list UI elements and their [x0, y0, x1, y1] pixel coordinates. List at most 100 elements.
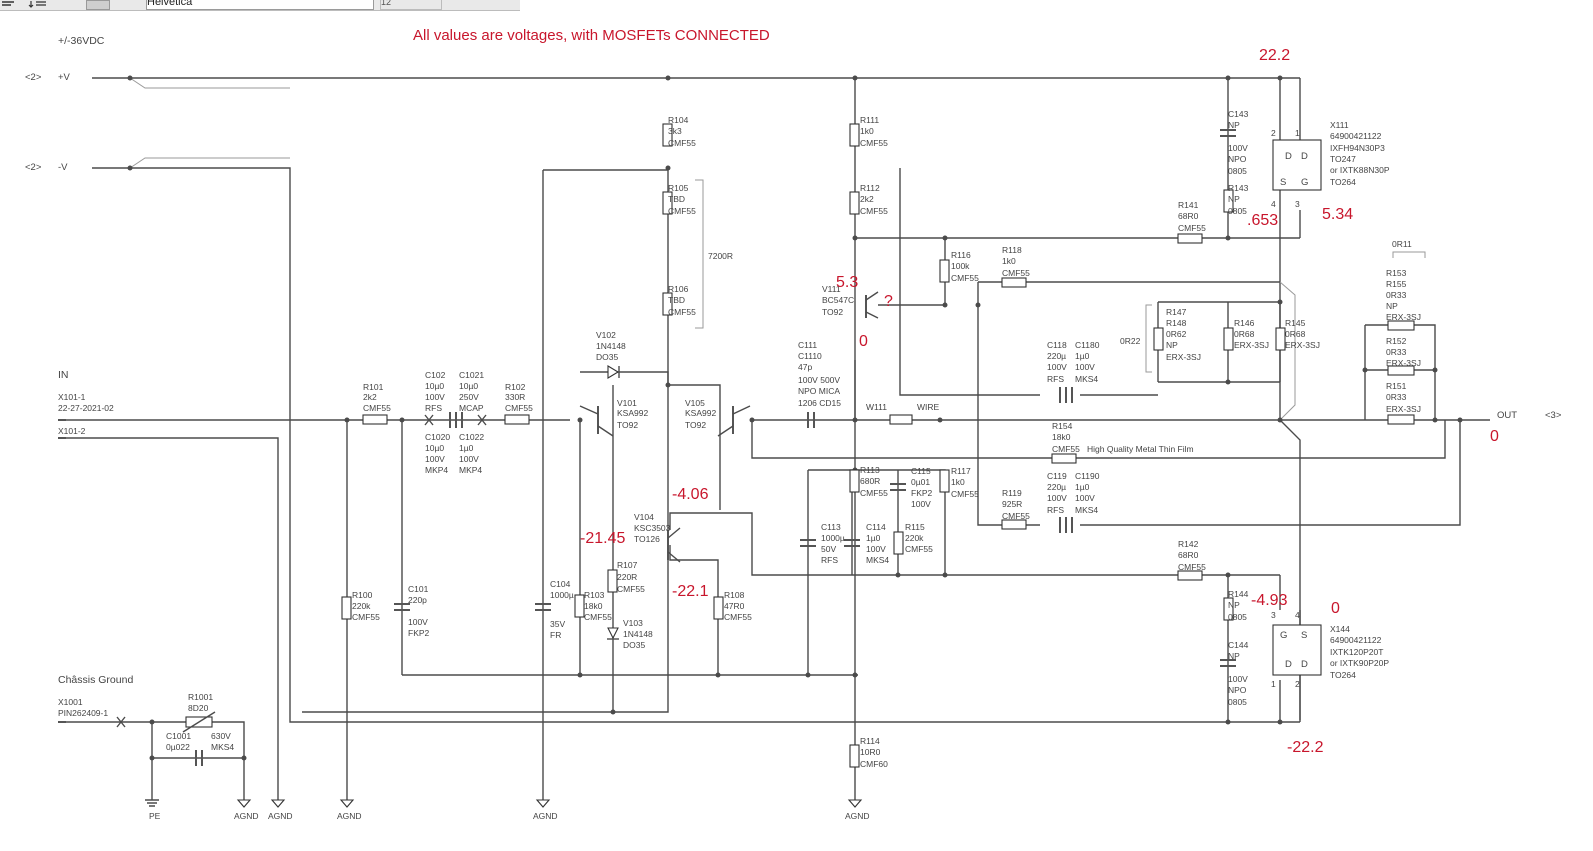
svg-text:TBD: TBD: [668, 295, 685, 305]
svg-text:1µ0: 1µ0: [1075, 351, 1090, 361]
svg-text:CMF55: CMF55: [724, 612, 752, 622]
svg-text:AGND: AGND: [845, 811, 870, 821]
resistor-r152: [1387, 365, 1415, 376]
svg-text:630V: 630V: [211, 731, 231, 741]
svg-text:V111: V111: [822, 284, 841, 294]
svg-text:CMF55: CMF55: [363, 403, 391, 413]
svg-text:D: D: [1301, 151, 1308, 162]
svg-text:AGND: AGND: [268, 811, 293, 821]
svg-text:ERX-3SJ: ERX-3SJ: [1166, 352, 1201, 362]
svg-text:C1022: C1022: [459, 432, 484, 442]
svg-text:3k3: 3k3: [668, 126, 682, 136]
svg-text:MKS4: MKS4: [211, 742, 234, 752]
svg-text:CMF55: CMF55: [1052, 444, 1080, 454]
resistor-r116: [939, 259, 950, 283]
svg-text:NP: NP: [1166, 340, 1178, 350]
cap-c143: [1220, 129, 1236, 137]
svg-text:MKS4: MKS4: [1075, 374, 1098, 384]
align-icon[interactable]: [0, 0, 20, 8]
svg-text:100V: 100V: [1075, 362, 1095, 372]
net-neg-label: -V: [58, 162, 68, 173]
resistor-r142: [1177, 570, 1203, 581]
font-name-field[interactable]: Helvetica: [146, 0, 374, 10]
port-out: <3>: [1545, 410, 1562, 421]
svg-text:X1001: X1001: [58, 697, 83, 707]
resistor-r143: [1223, 189, 1234, 213]
resistor-r144: [1223, 597, 1234, 621]
measure-v111-base: ?: [884, 293, 893, 310]
svg-text:0R11: 0R11: [1392, 239, 1412, 249]
svg-text:R108: R108: [724, 590, 745, 600]
line-spacing-icon[interactable]: [28, 0, 48, 8]
svg-text:AGND: AGND: [234, 811, 259, 821]
svg-text:NPO MICA: NPO MICA: [798, 386, 840, 396]
svg-text:2k2: 2k2: [860, 194, 874, 204]
svg-text:CMF55: CMF55: [668, 206, 696, 216]
cap-c102: [449, 412, 463, 428]
svg-text:1µ0: 1µ0: [459, 443, 474, 453]
svg-text:R1001: R1001: [188, 692, 213, 702]
cap-c101: [394, 603, 410, 611]
agnd-ground-icon: [236, 799, 252, 808]
svg-text:WIRE: WIRE: [917, 402, 940, 412]
measure-x111-gate: 5.34: [1322, 206, 1353, 223]
svg-text:CMF55: CMF55: [1002, 268, 1030, 278]
svg-text:1µ0: 1µ0: [866, 533, 881, 543]
svg-text:CMF55: CMF55: [860, 488, 888, 498]
svg-text:R101: R101: [363, 382, 384, 392]
svg-text:0R33: 0R33: [1386, 290, 1407, 300]
supply-label: +/-36VDC: [58, 35, 105, 47]
resistor-r106: [662, 292, 673, 316]
resistor-r105: [662, 191, 673, 215]
agnd-ground-icon: [535, 799, 551, 808]
svg-text:R100: R100: [352, 590, 373, 600]
svg-text:100V: 100V: [425, 392, 445, 402]
svg-text:100V: 100V: [1047, 362, 1067, 372]
svg-text:100V: 100V: [459, 454, 479, 464]
svg-text:CMF55: CMF55: [860, 206, 888, 216]
svg-text:C101: C101: [408, 584, 429, 594]
svg-text:CMF55: CMF55: [1178, 223, 1206, 233]
resistor-r113: [849, 469, 860, 493]
agnd-ground-icon: [847, 799, 863, 808]
svg-text:TO92: TO92: [685, 420, 706, 430]
font-size-field[interactable]: 12: [380, 0, 442, 10]
svg-text:TBD: TBD: [668, 194, 685, 204]
svg-text:NP: NP: [1228, 600, 1240, 610]
svg-text:47p: 47p: [798, 362, 812, 372]
svg-text:TO126: TO126: [634, 534, 660, 544]
svg-text:R116: R116: [951, 250, 971, 260]
svg-text:NP: NP: [1228, 651, 1240, 661]
svg-text:68R0: 68R0: [1178, 550, 1199, 560]
svg-text:R144: R144: [1228, 589, 1249, 599]
svg-text:RFS: RFS: [425, 403, 442, 413]
svg-text:or IXTK88N30P: or IXTK88N30P: [1330, 165, 1390, 175]
svg-text:R105: R105: [668, 183, 689, 193]
pe-ground-icon: [145, 799, 159, 807]
svg-text:100V: 100V: [911, 499, 931, 509]
svg-text:S: S: [1280, 177, 1286, 188]
svg-text:4: 4: [1271, 199, 1276, 209]
svg-text:1N4148: 1N4148: [596, 341, 626, 351]
svg-text:18k0: 18k0: [584, 601, 603, 611]
svg-text:0R22: 0R22: [1120, 336, 1141, 346]
resistor-r111: [849, 123, 860, 147]
svg-text:CMF55: CMF55: [505, 403, 533, 413]
svg-text:100V: 100V: [1228, 143, 1248, 153]
svg-text:220k: 220k: [905, 533, 924, 543]
color-swatch[interactable]: [86, 0, 110, 10]
svg-text:CMF55: CMF55: [951, 273, 979, 283]
svg-text:0R33: 0R33: [1386, 392, 1407, 402]
svg-text:G: G: [1280, 630, 1287, 641]
svg-text:R104: R104: [668, 115, 689, 125]
measure-v111-emitter: 0: [859, 333, 868, 350]
svg-text:330R: 330R: [505, 392, 525, 402]
svg-text:R118: R118: [1002, 245, 1022, 255]
svg-text:220p: 220p: [408, 595, 427, 605]
svg-text:V104: V104: [634, 512, 654, 522]
svg-text:FR: FR: [550, 630, 561, 640]
svg-text:S: S: [1301, 630, 1307, 641]
voltage-measurements: 22.2 -22.2 .653 5.34 5.3 ? 0 0 -4.06 -21…: [580, 47, 1499, 756]
svg-text:PE: PE: [149, 811, 161, 821]
